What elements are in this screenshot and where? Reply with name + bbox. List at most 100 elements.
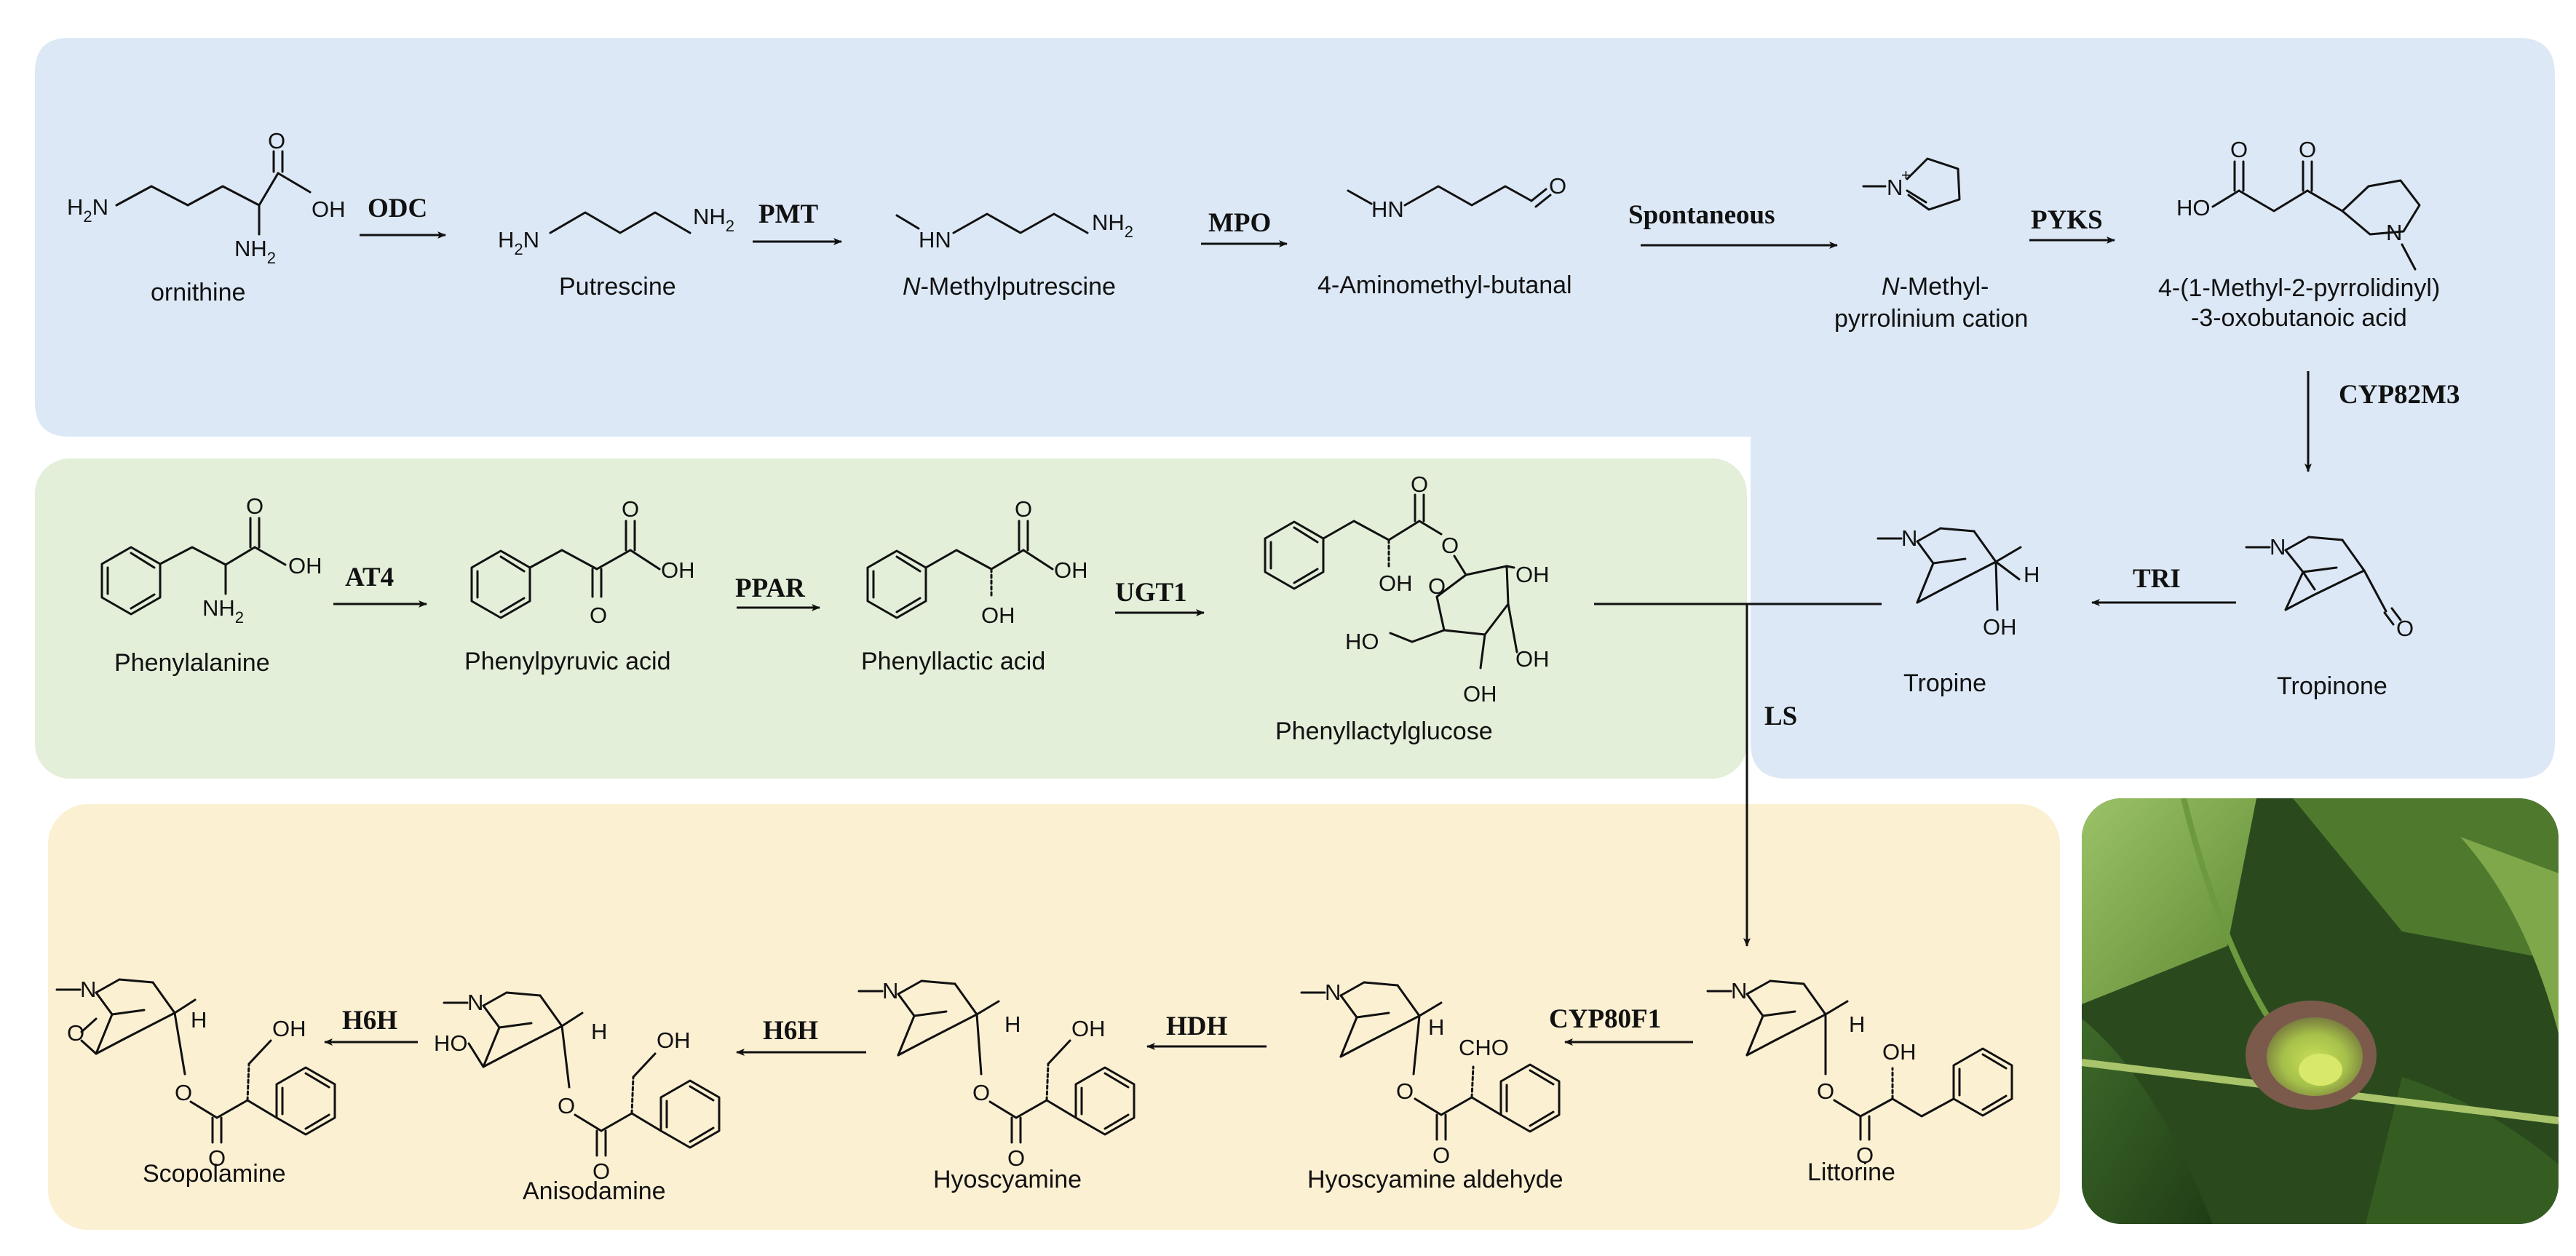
cyp80f1-label: CYP80F1 — [1549, 1004, 1661, 1034]
svg-text:O: O — [1428, 573, 1446, 599]
ornithine-label: ornithine — [151, 279, 245, 306]
svg-text:H: H — [591, 1019, 607, 1044]
ornithine-structure: H2N O OH NH2 — [67, 128, 346, 267]
svg-text:O: O — [2396, 616, 2414, 641]
pyrrolinium-label-line1: N-Methyl- — [1882, 273, 1989, 301]
svg-text:CHO: CHO — [1459, 1035, 1509, 1060]
svg-text:O: O — [246, 493, 263, 519]
tropine-label: Tropine — [1903, 669, 1986, 697]
n-methylputrescine-structure: HN NH2 — [895, 210, 1133, 253]
phenylpyruvic-structure: O O OH — [470, 496, 695, 628]
phenylpyruvic-label: Phenylpyruvic acid — [464, 648, 670, 675]
svg-text:O: O — [2230, 137, 2248, 162]
oxobutanoic-label-line1: 4-(1-Methyl-2-pyrrolidinyl) — [2158, 274, 2440, 302]
svg-text:O: O — [1396, 1078, 1414, 1104]
blue-panel — [35, 38, 2555, 779]
svg-text:N: N — [1325, 979, 1341, 1005]
phenyllactic-structure: OH O OH — [866, 496, 1088, 628]
littorine-structure: N H O O OH — [1706, 978, 2013, 1168]
ppar-label: PPAR — [735, 573, 806, 603]
svg-text:OH: OH — [1379, 571, 1413, 596]
svg-text:N: N — [2270, 534, 2286, 560]
svg-text:O: O — [593, 1158, 610, 1184]
hyoscyamine-aldehyde-label: Hyoscyamine aldehyde — [1307, 1166, 1564, 1193]
svg-text:OH: OH — [661, 557, 695, 583]
hyoscyamine-aldehyde-structure: N H O O CHO — [1300, 979, 1561, 1168]
aminomethylbutanal-label: 4-Aminomethyl-butanal — [1317, 271, 1572, 299]
cyp82m3-label: CYP82M3 — [2339, 380, 2460, 410]
tropinone-structure: N O — [2245, 534, 2414, 641]
tri-label: TRI — [2133, 564, 2181, 594]
green-panel — [35, 458, 1747, 779]
ugt1-label: UGT1 — [1115, 578, 1187, 608]
svg-text:O: O — [268, 128, 285, 154]
spontaneous-label: Spontaneous — [1628, 200, 1775, 230]
hdh-label: HDH — [1166, 1011, 1228, 1041]
svg-text:H: H — [1004, 1011, 1021, 1037]
svg-text:HO: HO — [434, 1030, 468, 1056]
svg-text:OH: OH — [1071, 1016, 1106, 1041]
svg-text:O: O — [1432, 1142, 1450, 1168]
svg-text:HN: HN — [919, 227, 951, 253]
tropine-structure: N H OH — [1876, 525, 2040, 640]
svg-text:OH: OH — [312, 196, 346, 222]
svg-text:OH: OH — [272, 1016, 306, 1041]
svg-text:OH: OH — [1463, 681, 1497, 707]
aminomethylbutanal-structure: HN O — [1347, 173, 1566, 222]
svg-text:OH: OH — [981, 603, 1015, 628]
svg-text:NH2: NH2 — [202, 595, 244, 627]
pyrrolinium-structure: N + — [1862, 157, 1961, 211]
littorine-label: Littorine — [1807, 1158, 1895, 1186]
svg-text:NH2: NH2 — [234, 236, 276, 267]
h6h-label-1: H6H — [342, 1006, 397, 1036]
svg-text:OH: OH — [1515, 646, 1550, 672]
putrescine-label: Putrescine — [559, 273, 676, 301]
svg-text:N: N — [2386, 220, 2402, 245]
svg-text:O: O — [1411, 472, 1428, 497]
svg-text:O: O — [558, 1093, 575, 1118]
svg-text:O: O — [590, 603, 607, 628]
phenylalanine-structure: O OH NH2 — [100, 493, 322, 627]
svg-text:NH2: NH2 — [1092, 210, 1133, 241]
pyrrolinium-label-line2: pyrrolinium cation — [1834, 305, 2028, 333]
anisodamine-structure: N HO H O O OH — [434, 990, 721, 1184]
svg-text:OH: OH — [657, 1028, 691, 1053]
svg-text:OH: OH — [1983, 614, 2017, 640]
svg-text:H2N: H2N — [498, 227, 539, 258]
at4-label: AT4 — [345, 563, 394, 592]
svg-text:N: N — [467, 990, 483, 1015]
svg-text:O: O — [1015, 496, 1032, 522]
putrescine-structure: H2N NH2 — [498, 204, 734, 258]
h6h-label-2: H6H — [763, 1016, 818, 1046]
svg-text:O: O — [208, 1145, 226, 1171]
n-methylputrescine-label: N-Methylputrescine — [903, 273, 1116, 301]
mpo-label: MPO — [1208, 208, 1271, 238]
svg-text:O: O — [2299, 137, 2316, 162]
svg-text:HO: HO — [2176, 195, 2211, 220]
tropinone-label: Tropinone — [2277, 672, 2387, 700]
svg-text:O: O — [972, 1080, 990, 1105]
svg-text:N: N — [80, 977, 96, 1002]
svg-text:N: N — [1901, 525, 1917, 551]
odc-label: ODC — [368, 194, 427, 223]
scopolamine-label: Scopolamine — [143, 1160, 286, 1188]
pyks-label: PYKS — [2031, 205, 2103, 235]
oxobutanoic-structure: HO O O N — [2176, 137, 2421, 271]
svg-text:HN: HN — [1371, 196, 1404, 222]
scopolamine-structure: N O H O O OH — [55, 977, 336, 1171]
hyoscyamine-label: Hyoscyamine — [933, 1166, 1082, 1193]
svg-text:N: N — [882, 978, 898, 1003]
svg-text:N: N — [1731, 978, 1747, 1003]
svg-text:O: O — [1549, 173, 1566, 199]
svg-text:O: O — [1856, 1142, 1874, 1168]
svg-text:O: O — [622, 496, 639, 522]
svg-text:H: H — [2024, 562, 2040, 587]
hyoscyamine-structure: N H O O OH — [857, 978, 1136, 1171]
phenyllactylglucose-label: Phenyllactylglucose — [1275, 718, 1493, 745]
svg-text:H: H — [1849, 1011, 1865, 1037]
svg-text:H2N: H2N — [67, 194, 108, 226]
svg-text:OH: OH — [1515, 562, 1550, 587]
svg-text:NH2: NH2 — [693, 204, 734, 235]
phenyllactylglucose-structure: OH O O O OH OH OH HO — [1264, 472, 1550, 707]
